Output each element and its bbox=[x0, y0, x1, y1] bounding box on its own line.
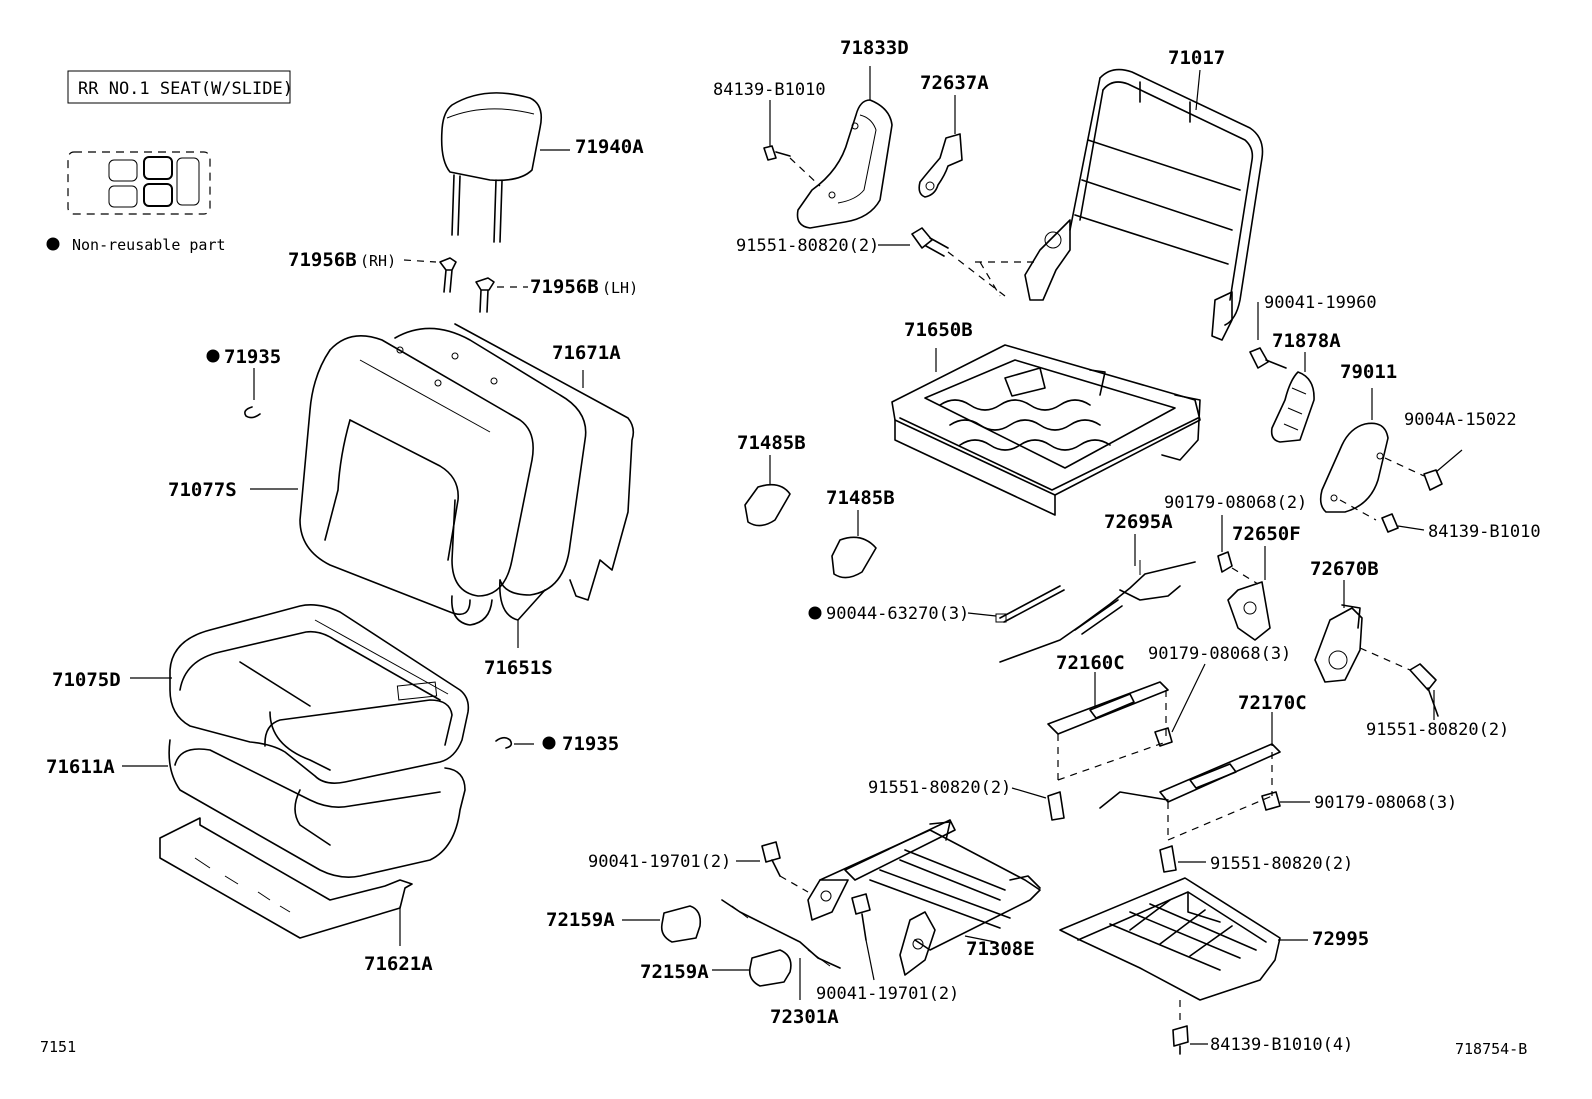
label-71485B-b: 71485B bbox=[826, 487, 895, 509]
label-71671A: 71671A bbox=[552, 342, 621, 364]
label-71611A: 71611A bbox=[46, 756, 115, 778]
label-71956B-rh: 71956B bbox=[288, 249, 357, 271]
label-72159A-b: 72159A bbox=[640, 961, 709, 983]
label-72670B: 72670B bbox=[1310, 558, 1379, 580]
non-reusable-bullet-icon bbox=[206, 349, 220, 363]
clip-71935-drawing bbox=[244, 368, 534, 749]
label-71485B-a: 71485B bbox=[737, 432, 806, 454]
footer-right-code: 718754-B bbox=[1455, 1040, 1527, 1058]
label-71075D: 71075D bbox=[52, 669, 121, 691]
rail-72170C-drawing bbox=[1011, 712, 1310, 873]
label-71935-b: 71935 bbox=[562, 733, 619, 755]
label-72160C: 72160C bbox=[1056, 652, 1125, 674]
label-84139-B1010-top: 84139-B1010 bbox=[713, 80, 826, 100]
bolt-91551-top-drawing bbox=[878, 227, 1006, 297]
bracket-72637A-drawing bbox=[918, 95, 963, 198]
label-91551-80820-right: 91551-80820(2) bbox=[1366, 720, 1509, 740]
cover-72650F-drawing bbox=[1217, 515, 1271, 641]
non-reusable-bullet-icon bbox=[542, 736, 556, 750]
label-90041-19701-b: 90041-19701(2) bbox=[816, 984, 959, 1004]
rail-72160C-drawing bbox=[1047, 663, 1206, 781]
part-labels: 71940A 71956B (RH) 71956B (LH) 71935 716… bbox=[46, 37, 1541, 1055]
label-72637A: 72637A bbox=[920, 72, 989, 94]
label-71935-a: 71935 bbox=[224, 346, 281, 368]
label-71621A: 71621A bbox=[364, 953, 433, 975]
headrest-drawing bbox=[403, 92, 570, 313]
label-71650B: 71650B bbox=[904, 319, 973, 341]
label-72650F: 72650F bbox=[1232, 523, 1301, 545]
non-reusable-bullet-icon bbox=[808, 606, 822, 620]
legend: Non-reusable part bbox=[46, 236, 226, 254]
label-84139-B1010-bottom: 84139-B1010(4) bbox=[1210, 1035, 1353, 1055]
cable-72695A-drawing bbox=[808, 534, 1196, 663]
label-90041-19701-a: 90041-19701(2) bbox=[588, 852, 731, 872]
label-72170C: 72170C bbox=[1238, 692, 1307, 714]
cover-79011-drawing bbox=[1319, 388, 1463, 533]
label-71878A: 71878A bbox=[1272, 330, 1341, 352]
label-71651S: 71651S bbox=[484, 657, 553, 679]
legend-text: Non-reusable part bbox=[72, 236, 226, 254]
non-reusable-bullet-icon bbox=[46, 237, 60, 251]
label-90179-08068-c: 90179-08068(3) bbox=[1314, 793, 1457, 813]
seat-layout-icon bbox=[67, 151, 211, 215]
seat-frame-71650B-drawing bbox=[891, 344, 1201, 516]
recliner-72670B-drawing bbox=[1314, 580, 1439, 720]
label-72995: 72995 bbox=[1312, 928, 1369, 950]
title-text: RR NO.1 SEAT(W/SLIDE) bbox=[78, 79, 293, 99]
label-91551-80820-top: 91551-80820(2) bbox=[736, 236, 879, 256]
label-72159A-a: 72159A bbox=[546, 909, 615, 931]
footer-left-code: 7151 bbox=[40, 1038, 76, 1056]
covers-72159A-drawing bbox=[622, 899, 841, 1000]
label-71956B-rh-suffix: (RH) bbox=[360, 252, 396, 270]
label-72695A: 72695A bbox=[1104, 511, 1173, 533]
tray-72995-drawing bbox=[1059, 877, 1308, 1055]
covers-71485B-drawing bbox=[744, 455, 877, 579]
label-72301A: 72301A bbox=[770, 1006, 839, 1028]
label-79011: 79011 bbox=[1340, 361, 1397, 383]
seatback-frame-71017-drawing bbox=[975, 68, 1264, 341]
label-90044-63270: 90044-63270(3) bbox=[826, 604, 969, 624]
label-90041-19960: 90041-19960 bbox=[1264, 293, 1377, 313]
hinge-cover-71833D-drawing bbox=[763, 66, 893, 229]
label-71956B-lh-suffix: (LH) bbox=[602, 279, 638, 297]
bolt-90041-19960-drawing bbox=[1249, 302, 1287, 369]
label-71308E: 71308E bbox=[966, 938, 1035, 960]
label-71017: 71017 bbox=[1168, 47, 1225, 69]
label-71077S: 71077S bbox=[168, 479, 237, 501]
label-71956B-lh: 71956B bbox=[530, 276, 599, 298]
label-91551-80820-mid: 91551-80820(2) bbox=[868, 778, 1011, 798]
adjuster-frame-71308E-drawing bbox=[736, 819, 1041, 981]
seat-cushion-drawing bbox=[122, 604, 470, 946]
label-90179-08068-b: 90179-08068(3) bbox=[1148, 644, 1291, 664]
label-71833D: 71833D bbox=[840, 37, 909, 59]
label-9004A-15022: 9004A-15022 bbox=[1404, 410, 1517, 430]
label-71940A: 71940A bbox=[575, 136, 644, 158]
seatback-drawing bbox=[250, 323, 635, 648]
label-84139-B1010-right: 84139-B1010 bbox=[1428, 522, 1541, 542]
title-box: RR NO.1 SEAT(W/SLIDE) bbox=[67, 70, 293, 104]
hinge-cover-71878A-drawing bbox=[1270, 352, 1315, 443]
label-91551-80820-low: 91551-80820(2) bbox=[1210, 854, 1353, 874]
label-90179-08068-a: 90179-08068(2) bbox=[1164, 493, 1307, 513]
